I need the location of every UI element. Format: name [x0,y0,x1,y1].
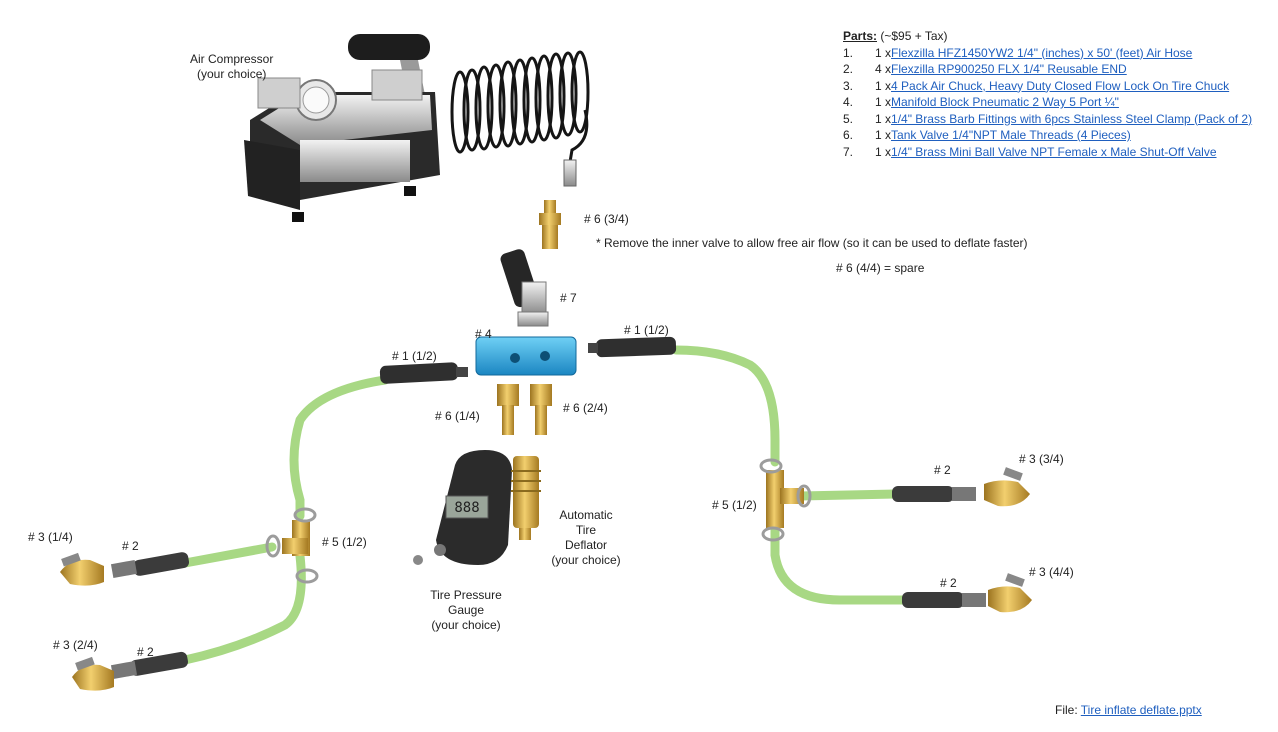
label-part2-d: # 2 [940,576,957,590]
parts-item-7: 7. 1 x 1/4" Brass Mini Ball Valve NPT Fem… [843,144,1252,161]
gauge-label: Tire Pressure Gauge (your choice) [420,588,512,633]
gauge-display-digits: 888 [454,500,479,516]
hose-end-chuck-left-top [60,552,190,586]
automatic-tire-deflator [511,456,541,540]
hose-end-chuck-right-top [892,467,1030,507]
gauge-screen [445,495,489,519]
parts-item-4: 4. 1 x Manifold Block Pneumatic 2 Way 5 P… [843,94,1252,111]
tire-pressure-gauge: 888 [413,450,512,565]
item-number: 5. [843,111,854,126]
air-compressor [244,34,440,222]
t-fitting-left [265,507,319,584]
spare-note: # 6 (4/4) = spare [836,261,925,275]
hose-segments [180,345,910,665]
parts-item-5: 5. 1 x 1/4" Brass Barb Fittings with 6pcs… [843,111,1252,128]
item-qty: 1 x [875,128,892,142]
item-number: 6. [843,128,854,142]
hose-right-upper [671,345,780,467]
label-part6-2of4: # 6 (2/4) [563,401,608,415]
parts-item-2: 2. 4 x Flexzilla RP900250 FLX 1/4" Reusab… [843,61,1252,78]
label-part3-4of4: # 3 (4/4) [1029,565,1074,579]
item-qty: 1 x [875,111,892,126]
ball-valve [500,249,549,327]
parts-link-6[interactable]: Tank Valve 1/4"NPT Male Threads (4 Piece… [891,128,1131,142]
item-number: 4. [843,95,854,109]
hose-end-left [379,362,468,384]
label-part3-1of4: # 3 (1/4) [28,530,73,544]
item-number: 1. [843,45,854,60]
parts-link-2[interactable]: Flexzilla RP900250 FLX 1/4" Reusable END [891,62,1127,76]
label-part6-1of4: # 6 (1/4) [435,409,480,423]
item-number: 7. [843,144,854,159]
deflator-label-line1: Automatic [559,508,613,522]
hose-right-branch [795,489,900,501]
label-part3-2of4: # 3 (2/4) [53,638,98,652]
gauge-label-line1: Tire Pressure [430,588,502,602]
parts-cost: (~$95 + Tax) [877,29,948,43]
item-qty: 1 x [875,78,892,93]
hose-left-upper [289,375,390,521]
deflator-label-line2: Tire [575,523,597,537]
deflator-label-line4: (your choice) [551,553,621,567]
gauge-label-line2: Gauge [447,603,485,617]
item-qty: 1 x [875,144,892,159]
t-fitting-right [759,458,812,542]
parts-link-3[interactable]: 4 Pack Air Chuck, Heavy Duty Closed Flow… [891,78,1230,93]
parts-link-5[interactable]: 1/4" Brass Barb Fittings with 6pcs Stain… [891,111,1253,126]
label-part6-3of4: # 6 (3/4) [584,212,629,226]
inner-valve-note: * Remove the inner valve to allow free a… [596,236,1028,250]
label-part2-c: # 2 [934,463,951,477]
parts-link-7[interactable]: 1/4" Brass Mini Ball Valve NPT Female x … [891,144,1217,159]
parts-heading: Parts: [843,29,878,43]
coiled-air-hose [450,50,590,163]
compressor-label-line2: (your choice) [197,67,267,81]
compressor-label: Air Compressor (your choice) [190,52,273,82]
item-qty: 1 x [875,95,892,109]
file-prefix: File: [1055,703,1081,717]
label-part1-right: # 1 (1/2) [624,323,669,337]
parts-item-1: 1. 1 x Flexzilla HFZ1450YW2 1/4" (inches)… [843,45,1252,62]
label-part3-3of4: # 3 (3/4) [1019,452,1064,466]
item-qty: 4 x [875,62,892,76]
gauge-label-line3: (your choice) [431,618,501,632]
label-part1-left: # 1 (1/2) [392,349,437,363]
label-part5-right: # 5 (1/2) [712,498,757,512]
deflator-label-line3: Deflator [564,538,608,552]
file-reference: File: Tire inflate deflate.pptx [1055,703,1202,717]
hose-end-right [588,336,677,358]
item-number: 3. [843,78,854,93]
hose-left-branch [180,542,277,568]
manifold-block [475,336,577,376]
file-link[interactable]: Tire inflate deflate.pptx [1080,703,1202,717]
hose-end-chuck-left-bottom [72,651,188,691]
parts-item-3: 3. 1 x 4 Pack Air Chuck, Heavy Duty Close… [843,78,1252,95]
item-qty: 1 x [875,45,892,60]
compressor-label-line1: Air Compressor [190,52,274,66]
tank-valve-top [539,200,561,249]
hose-left-lower [180,551,306,665]
parts-list: Parts: (~$95 + Tax) 1. 1 x Flexzilla HFZ1… [843,28,1252,160]
tank-valve-right [530,384,552,435]
parts-link-4[interactable]: Manifold Block Pneumatic 2 Way 5 Port ¼" [891,95,1119,109]
label-part2-b: # 2 [137,645,154,659]
parts-item-6: 6. 1 x Tank Valve 1/4"NPT Male Threads (4… [843,127,1252,144]
tank-valve-left [497,384,519,435]
hose-end-chuck-right-bottom [902,573,1032,613]
hose-right-lower [770,525,910,605]
parts-heading-row: Parts: (~$95 + Tax) [843,28,1252,45]
parts-link-1[interactable]: Flexzilla HFZ1450YW2 1/4" (inches) x 50'… [891,45,1193,60]
quick-coupler-fitting [563,159,577,187]
label-part7: # 7 [560,291,577,305]
deflator-label: Automatic Tire Deflator (your choice) [546,508,626,568]
label-part4: # 4 [475,327,492,341]
label-part5-left: # 5 (1/2) [322,535,367,549]
label-part2-a: # 2 [122,539,139,553]
item-number: 2. [843,62,854,76]
